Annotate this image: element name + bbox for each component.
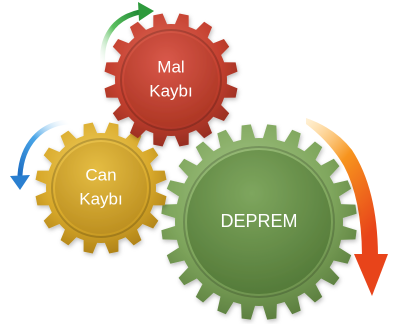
- gear-can-kaybi-ring: [51, 138, 151, 238]
- gear-mal-kaybi-label-2: Kaybı: [149, 81, 192, 100]
- blue-arrow-head: [10, 175, 30, 190]
- gear-mal-kaybi-ring: [120, 29, 222, 131]
- blue-arrow: [17, 119, 71, 178]
- gear-deprem-hub: [187, 150, 331, 294]
- gear-deprem-label-1: DEPREM: [220, 211, 297, 231]
- gear-can-kaybi-label-1: Can: [85, 165, 116, 184]
- gear-can-kaybi-label-2: Kaybı: [79, 189, 122, 208]
- gear-deprem-ring: [183, 146, 335, 298]
- green-arrow-head: [138, 2, 154, 21]
- green-arrow: [100, 9, 143, 69]
- gear-deprem: DEPREM: [161, 124, 357, 320]
- gear-mal-kaybi-hub: [124, 33, 218, 127]
- orange-arrow-head: [354, 254, 388, 296]
- gear-can-kaybi-hub: [55, 142, 147, 234]
- orange-arrow: [306, 118, 378, 258]
- gear-mal-kaybi-label-1: Mal: [157, 57, 184, 76]
